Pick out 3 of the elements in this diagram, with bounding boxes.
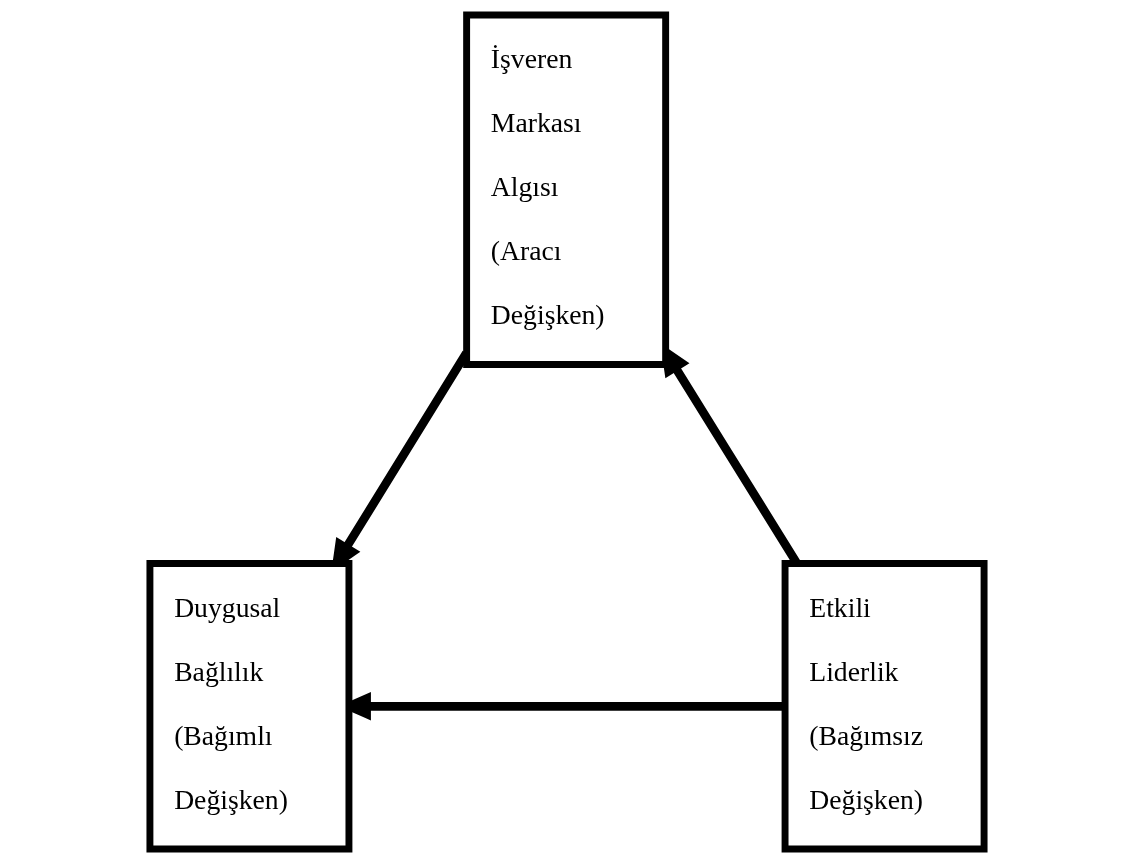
node-box: Etkili Liderlik (Bağımsız Değişken) xyxy=(781,560,988,853)
node-box: Duygusal Bağlılık (Bağımlı Değişken) xyxy=(146,560,353,853)
node-box: İşveren Markası Algısı (Aracı Değişken) xyxy=(463,11,670,368)
